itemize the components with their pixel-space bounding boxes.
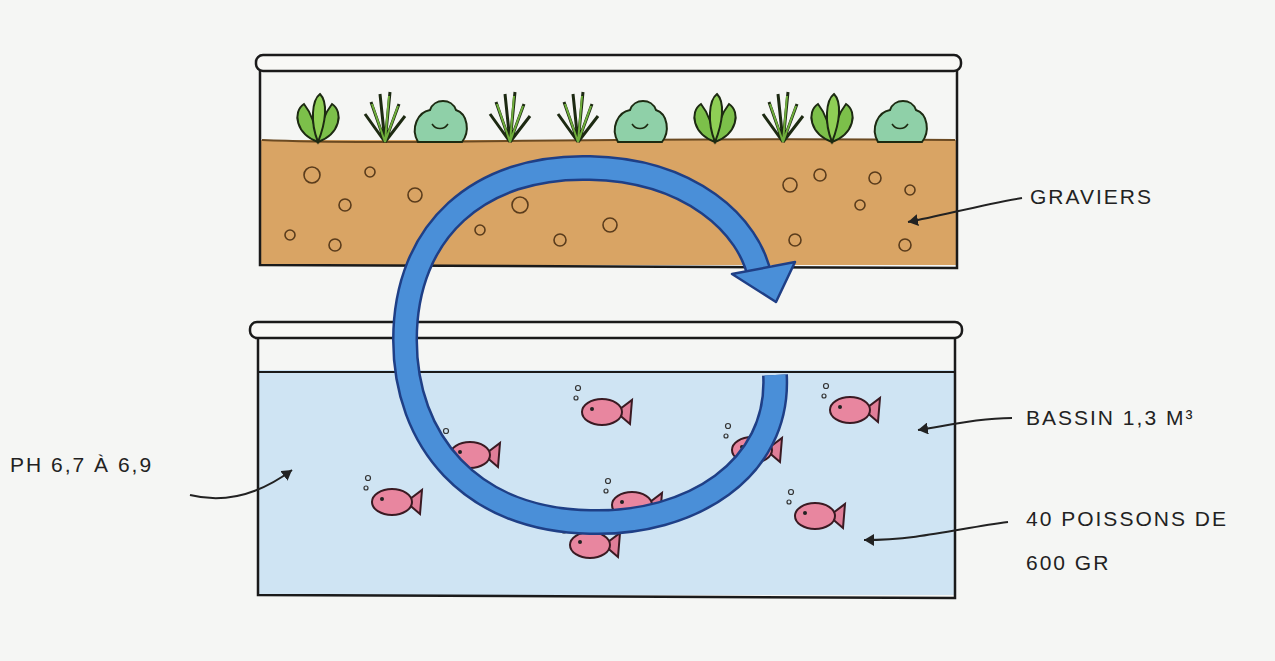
leader-lines xyxy=(190,198,1022,540)
plants xyxy=(297,92,926,142)
tank-volume-label: BASSIN 1,3 M³ xyxy=(1026,396,1194,440)
fish-count-label: 40 POISSONS DE 600 GR xyxy=(1026,497,1236,585)
ph-label: PH 6,7 À 6,9 xyxy=(10,443,153,487)
flow-arrow xyxy=(405,168,795,522)
fish-tank xyxy=(250,322,962,598)
gravel-label: GRAVIERS xyxy=(1030,175,1153,219)
